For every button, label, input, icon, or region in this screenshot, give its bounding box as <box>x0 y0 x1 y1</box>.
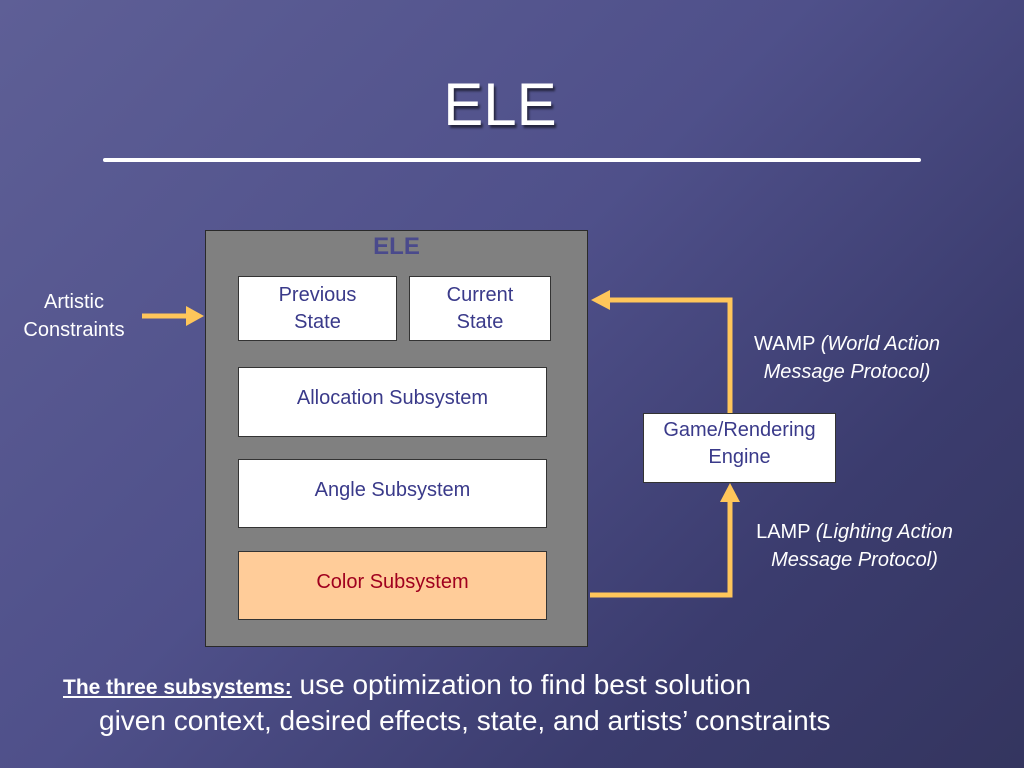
game-rendering-engine-box: Game/Rendering Engine <box>643 413 836 483</box>
current-state-line2: State <box>456 310 504 333</box>
bullet-text: The three subsystems: use optimization t… <box>63 668 1013 737</box>
previous-state-line1: Previous <box>278 283 357 306</box>
artistic-constraints-label: Artistic Constraints <box>8 288 140 344</box>
wamp-name: WAMP <box>754 333 816 355</box>
current-state-box: Current State <box>409 276 551 341</box>
previous-state-line2: State <box>294 310 341 333</box>
lamp-arrow-head <box>720 483 740 502</box>
angle-subsystem-box: Angle Subsystem <box>238 459 547 528</box>
bullet-text-2: given context, desired effects, state, a… <box>99 705 831 736</box>
title-underline <box>103 158 921 162</box>
artistic-line1: Artistic <box>44 291 104 313</box>
lamp-name: LAMP <box>756 521 811 543</box>
bullet-text-1: use optimization to find best solution <box>291 669 751 700</box>
current-state-line1: Current <box>446 283 514 306</box>
lamp-label: LAMP (Lighting Action Message Protocol) <box>737 518 972 574</box>
lamp-arrow-shaft <box>590 500 733 598</box>
color-subsystem-box: Color Subsystem <box>238 551 547 620</box>
allocation-subsystem-box: Allocation Subsystem <box>238 367 547 437</box>
ele-container-label: ELE <box>373 233 420 260</box>
wamp-desc-1: (World Action <box>820 333 940 355</box>
wamp-arrow-head <box>591 290 610 310</box>
lamp-desc-2: Message Protocol) <box>771 549 938 571</box>
lamp-desc-1: (Lighting Action <box>815 521 953 543</box>
slide-title: ELE <box>443 71 557 138</box>
artistic-line2: Constraints <box>23 319 125 341</box>
wamp-label: WAMP (World Action Message Protocol) <box>732 330 962 386</box>
allocation-subsystem-label: Allocation Subsystem <box>296 387 489 409</box>
bullet-lead: The three subsystems: <box>63 676 292 699</box>
previous-state-box: Previous State <box>238 276 397 341</box>
color-subsystem-label: Color Subsystem <box>316 571 469 593</box>
engine-line1: Game/Rendering <box>663 419 816 441</box>
angle-subsystem-label: Angle Subsystem <box>314 479 471 501</box>
wamp-arrow-shaft <box>608 297 733 413</box>
wamp-desc-2: Message Protocol) <box>763 361 931 383</box>
engine-line2: Engine <box>708 446 771 468</box>
artistic-arrow-head <box>186 306 204 326</box>
